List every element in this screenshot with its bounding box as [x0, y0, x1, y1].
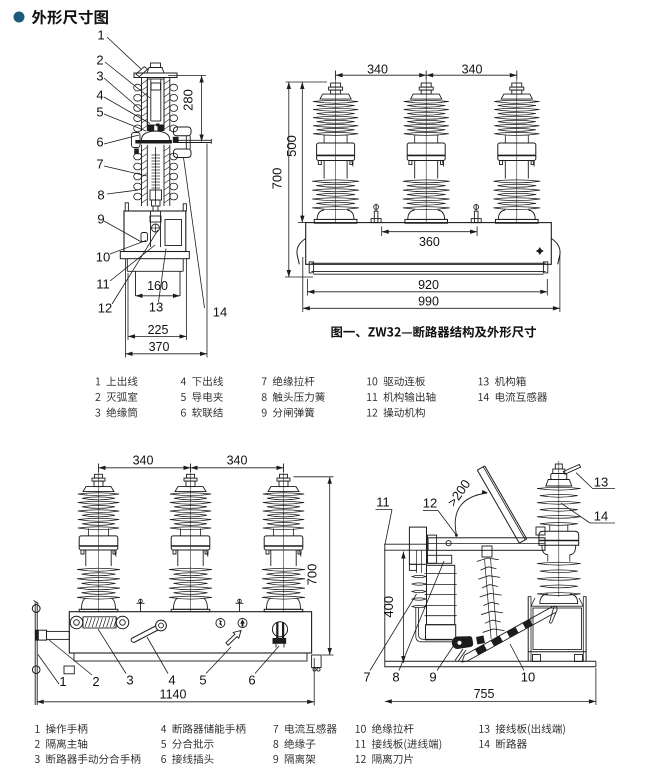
svg-text:3: 3: [126, 673, 133, 688]
svg-text:6: 6: [248, 673, 255, 688]
svg-text:13: 13: [594, 475, 608, 490]
svg-text:700: 700: [270, 168, 285, 190]
svg-text:3: 3: [96, 69, 103, 84]
svg-text:4: 4: [168, 673, 175, 688]
svg-text:14: 14: [213, 305, 227, 320]
svg-text:340: 340: [367, 63, 388, 77]
svg-text:11: 11: [376, 495, 390, 510]
svg-text:1: 1: [97, 28, 104, 43]
svg-text:9: 9: [429, 670, 436, 685]
svg-text:340: 340: [133, 454, 154, 468]
svg-text:13: 13: [149, 300, 163, 315]
svg-text:755: 755: [474, 687, 495, 701]
svg-text:920: 920: [418, 278, 439, 292]
svg-text:400: 400: [381, 596, 396, 618]
svg-text:5: 5: [96, 105, 103, 120]
svg-text:12: 12: [423, 496, 437, 511]
svg-text:360: 360: [419, 235, 440, 249]
svg-text:10: 10: [521, 670, 535, 685]
svg-text:160: 160: [147, 279, 168, 293]
svg-text:990: 990: [418, 294, 439, 308]
svg-text:11: 11: [96, 277, 110, 292]
svg-text:7: 7: [96, 157, 103, 172]
svg-text:700: 700: [304, 564, 319, 586]
svg-text:340: 340: [227, 454, 248, 468]
svg-text:1: 1: [59, 674, 66, 689]
svg-text:2: 2: [92, 674, 99, 689]
svg-text:14: 14: [594, 509, 608, 524]
svg-text:2: 2: [96, 53, 103, 68]
svg-text:12: 12: [98, 301, 112, 316]
svg-text:6: 6: [96, 135, 103, 150]
svg-text:8: 8: [97, 188, 104, 203]
svg-text:500: 500: [284, 135, 299, 157]
svg-text:1140: 1140: [160, 688, 187, 702]
svg-text:8: 8: [392, 670, 399, 685]
svg-text:4: 4: [96, 88, 103, 103]
svg-text:7: 7: [363, 670, 370, 685]
svg-text:10: 10: [96, 250, 110, 265]
svg-text:340: 340: [462, 63, 483, 77]
svg-text:225: 225: [148, 323, 169, 337]
svg-text:370: 370: [149, 340, 170, 354]
svg-text:9: 9: [97, 212, 104, 227]
svg-text:5: 5: [199, 673, 206, 688]
svg-text:280: 280: [181, 89, 196, 111]
